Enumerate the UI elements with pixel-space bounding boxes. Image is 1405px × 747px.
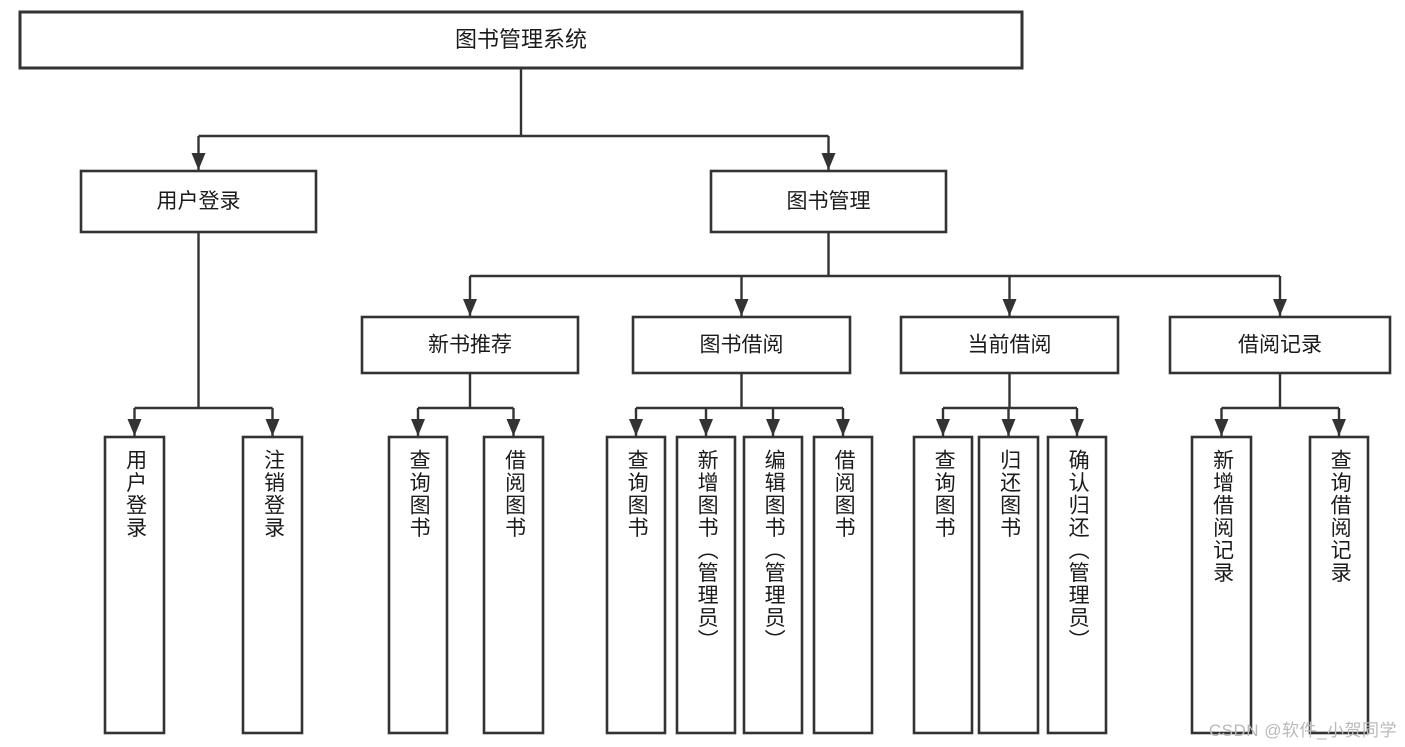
node-label-root: 图书管理系统 — [455, 27, 587, 52]
current-borrow-to-leaves-arrow-2 — [1070, 419, 1084, 436]
node-leaf-borrow-book-1[interactable] — [482, 435, 545, 735]
node-borrow-record[interactable] — [1168, 315, 1392, 375]
root-to-level1-arrow-1 — [821, 153, 836, 170]
node-leaf-query-record[interactable] — [1308, 435, 1370, 735]
borrow-record-to-leaves-arrow-0 — [1214, 419, 1229, 436]
node-leaf-borrow-book-2[interactable] — [812, 435, 874, 735]
userlogin-to-leaves-arrow-1 — [265, 419, 280, 436]
root-to-level1-arrow-0 — [191, 153, 206, 170]
book-borrow-to-leaves-arrow-3 — [836, 419, 850, 436]
node-leaf-add-record[interactable] — [1190, 435, 1253, 735]
node-label-borrow-record: 借阅记录 — [1238, 334, 1322, 357]
node-new-book-recommend[interactable] — [360, 315, 580, 375]
borrow-record-to-leaves-arrow-1 — [1332, 419, 1346, 436]
new-book-recommend-to-leaves-arrow-1 — [506, 419, 521, 436]
node-current-borrow[interactable] — [899, 315, 1120, 375]
node-leaf-edit-book[interactable] — [742, 435, 804, 735]
book-borrow-to-leaves-arrow-2 — [766, 419, 780, 436]
bookmanage-to-level2-arrow-0 — [463, 299, 477, 316]
node-label-new-book-recommend: 新书推荐 — [428, 334, 512, 357]
node-leaf-confirm-return[interactable] — [1046, 435, 1108, 735]
node-leaf-user-login[interactable] — [103, 435, 166, 735]
watermark-text: CSDN @软件_小贺同学 — [1208, 721, 1397, 740]
book-borrow-to-leaves-arrow-0 — [629, 419, 643, 436]
node-leaf-return-book[interactable] — [977, 435, 1040, 735]
current-borrow-to-leaves-arrow-0 — [936, 419, 950, 436]
node-leaf-query-book-3[interactable] — [912, 435, 974, 735]
book-borrow-to-leaves-arrow-1 — [699, 419, 713, 436]
node-label-book-manage: 图书管理 — [787, 190, 871, 213]
current-borrow-to-leaves-arrow-1 — [1001, 419, 1016, 436]
node-book-manage[interactable] — [709, 169, 948, 234]
node-label-book-borrow: 图书借阅 — [700, 334, 784, 357]
bookmanage-to-level2-arrow-3 — [1273, 299, 1287, 316]
node-label-current-borrow: 当前借阅 — [968, 334, 1052, 357]
node-leaf-query-book-2[interactable] — [605, 435, 667, 735]
userlogin-to-leaves-arrow-0 — [127, 419, 142, 436]
node-leaf-logout[interactable] — [241, 435, 304, 735]
new-book-recommend-to-leaves-arrow-0 — [411, 419, 425, 436]
connector-layer — [127, 68, 1346, 436]
node-user-login[interactable] — [79, 169, 318, 234]
node-leaf-query-book-1[interactable] — [387, 435, 449, 735]
node-leaf-add-book[interactable] — [675, 435, 737, 735]
bookmanage-to-level2-arrow-1 — [734, 299, 749, 316]
node-root-root[interactable] — [18, 10, 1024, 70]
bookmanage-to-level2-arrow-2 — [1002, 299, 1017, 316]
box-layer — [18, 10, 1392, 735]
node-book-borrow[interactable] — [631, 315, 852, 375]
node-label-user-login: 用户登录 — [157, 190, 241, 213]
